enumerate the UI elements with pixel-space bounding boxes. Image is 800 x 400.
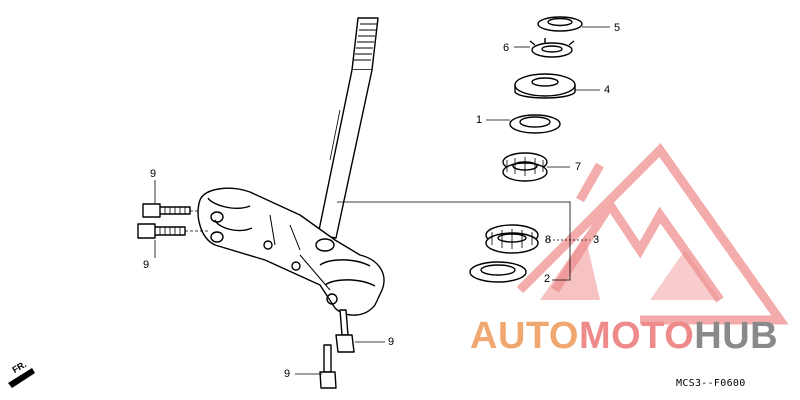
callout-7: 7 (575, 161, 582, 173)
callout-8: 8 (545, 234, 552, 246)
callout-2: 2 (544, 273, 551, 285)
callout-9-right: 9 (388, 336, 395, 348)
callout-9-lower-left: 9 (143, 259, 150, 271)
diagram-code: MCS3--F0600 (676, 378, 746, 389)
watermark-auto: AUTO (470, 315, 579, 357)
callout-3: 3 (593, 234, 600, 246)
watermark-moto: MOTO (578, 315, 695, 357)
watermark-hub: HUB (694, 315, 779, 357)
callout-9-bottom: 9 (284, 368, 291, 380)
callout-6: 6 (503, 42, 510, 54)
callout-9-upper-left: 9 (150, 168, 157, 180)
callout-1: 1 (476, 114, 483, 126)
front-arrow-icon (8, 368, 35, 388)
watermark-text: AUTOMOTOHUB (470, 316, 778, 356)
callout-5: 5 (614, 22, 621, 34)
callout-4: 4 (604, 84, 611, 96)
